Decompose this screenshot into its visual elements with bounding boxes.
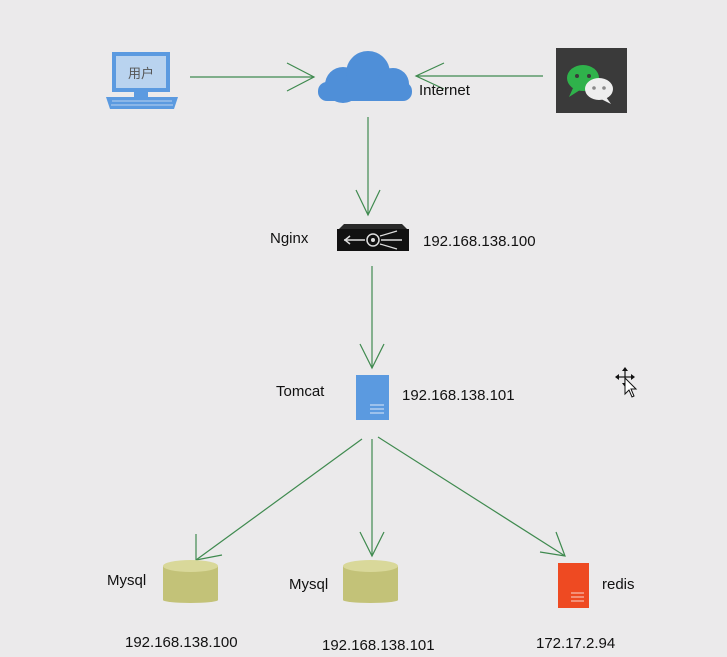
redis-label: redis xyxy=(602,576,635,593)
connector-wechat-to-internet xyxy=(414,62,543,90)
connector-tomcat-to-mysql2 xyxy=(359,439,385,558)
database-icon xyxy=(343,560,398,603)
mysql1-ip: 192.168.138.100 xyxy=(125,634,238,651)
internet-label: Internet xyxy=(419,82,471,99)
redis-server-icon xyxy=(558,563,589,608)
nginx-label: Nginx xyxy=(270,230,309,247)
connectors xyxy=(190,62,566,561)
mysql1-label: Mysql xyxy=(107,572,146,589)
user-label: 用户 xyxy=(128,66,154,81)
nginx-ip: 192.168.138.100 xyxy=(423,233,536,250)
server-icon xyxy=(356,375,389,420)
router-icon xyxy=(337,224,409,251)
mysql2-ip: 192.168.138.101 xyxy=(322,637,435,654)
tomcat-label: Tomcat xyxy=(276,383,325,400)
move-cursor-icon xyxy=(615,367,638,398)
connector-tomcat-to-mysql1 xyxy=(195,438,363,561)
connector-tomcat-to-redis xyxy=(377,436,566,557)
connector-nginx-to-tomcat xyxy=(359,266,385,370)
computer-icon: 用户 xyxy=(106,52,178,109)
wechat-icon xyxy=(556,48,627,113)
connector-user-to-internet xyxy=(190,62,316,92)
cloud-icon xyxy=(318,51,412,103)
database-icon xyxy=(163,560,218,603)
mysql2-label: Mysql xyxy=(289,576,328,593)
connector-internet-to-nginx xyxy=(355,117,381,217)
tomcat-ip: 192.168.138.101 xyxy=(402,387,515,404)
redis-ip: 172.17.2.94 xyxy=(536,635,615,652)
